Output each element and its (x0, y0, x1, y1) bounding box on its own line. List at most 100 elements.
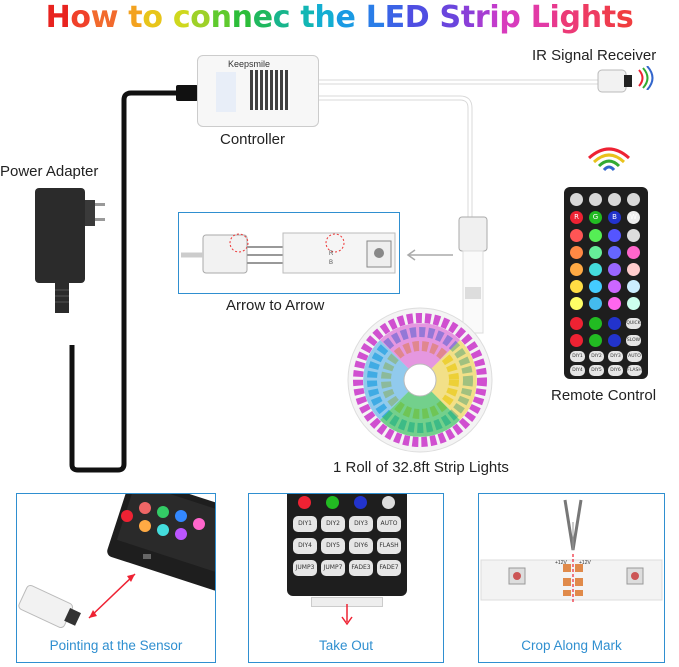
remote-color-button[interactable] (608, 297, 621, 310)
remote-closeup-arrow-button[interactable] (382, 496, 395, 509)
strip-wire (318, 95, 473, 218)
ir-receiver-label: IR Signal Receiver (532, 47, 657, 64)
remote-diy-button[interactable]: DIY4 (570, 365, 585, 376)
remote-color-button[interactable] (589, 229, 602, 242)
remote-color-button[interactable] (570, 229, 583, 242)
title-letter: L (530, 0, 550, 35)
remote-closeup-button[interactable]: JUMP3 (293, 560, 317, 576)
remote-arrow-button[interactable] (570, 334, 583, 347)
title-letter: t (460, 0, 475, 35)
remote-b-button[interactable]: B (608, 211, 621, 224)
controller-brand: Keepsmile (228, 59, 271, 69)
title-letter: S (439, 0, 462, 35)
remote-closeup-button[interactable]: FLASH (377, 538, 401, 554)
remote-arrow-button[interactable] (589, 317, 602, 330)
title-letter: s (615, 0, 634, 35)
remote-top-button[interactable] (570, 193, 583, 206)
title-letter: e (252, 0, 273, 35)
power-adapter-label: Power Adapter (0, 163, 99, 180)
remote-diy-button[interactable]: DIY2 (589, 351, 604, 362)
remote-diy-button[interactable]: DIY3 (608, 351, 623, 362)
title-letter: n (210, 0, 232, 35)
signal-icon (638, 66, 654, 90)
remote-color-button[interactable] (608, 263, 621, 276)
remote-top-button[interactable] (589, 193, 602, 206)
remote-closeup-button[interactable]: FADE3 (349, 560, 373, 576)
remote-color-button[interactable] (627, 246, 640, 259)
title-letter: i (549, 0, 560, 35)
remote-diy-button[interactable]: DIY1 (570, 351, 585, 362)
remote-closeup-arrow-button[interactable] (298, 496, 311, 509)
remote-closeup-button[interactable]: DIY4 (293, 538, 317, 554)
title-letter (163, 0, 173, 35)
remote-color-button[interactable] (627, 280, 640, 293)
remote-closeup-arrow-button[interactable] (354, 496, 367, 509)
remote-side-button[interactable]: SLOW (626, 335, 641, 346)
arrow-to-arrow-panel: R B (178, 212, 400, 294)
remote-color-button[interactable] (570, 297, 583, 310)
title-letter: h (314, 0, 336, 35)
remote-g-button[interactable]: G (589, 211, 602, 224)
wiring-diagram (69, 69, 632, 473)
remote-color-button[interactable] (589, 297, 602, 310)
remote-color-button[interactable] (608, 229, 621, 242)
crop-mark-v1: +12V (555, 560, 567, 566)
remote-color-button[interactable] (627, 229, 640, 242)
remote-auto-button[interactable]: AUTO (627, 351, 642, 362)
remote-closeup-button[interactable]: DIY6 (349, 538, 373, 554)
remote-color-button[interactable] (627, 297, 640, 310)
title-letter: n (231, 0, 253, 35)
title-letter: c (172, 0, 191, 35)
panel-caption-take-out: Take Out (318, 638, 374, 653)
title-letter: E (384, 0, 406, 35)
remote-color-button[interactable] (589, 263, 602, 276)
panel-pointing-sensor: Pointing at the Sensor (16, 493, 216, 663)
title-letter: t (300, 0, 315, 35)
crop-mark-v2: +12V (579, 560, 591, 566)
remote-closeup-button[interactable]: JUMP7 (321, 560, 345, 576)
title-letter: t (601, 0, 616, 35)
title-letter: D (404, 0, 430, 35)
title-letter: H (45, 0, 71, 35)
remote-color-button[interactable] (627, 263, 640, 276)
remote-top-button[interactable] (627, 193, 640, 206)
remote-color-button[interactable] (570, 246, 583, 259)
remote-color-button[interactable] (608, 280, 621, 293)
remote-r-button[interactable]: R (570, 211, 583, 224)
remote-closeup-button[interactable]: DIY2 (321, 516, 345, 532)
remote-top-button[interactable] (608, 193, 621, 206)
title-letter: o (142, 0, 163, 35)
remote-closeup-button[interactable]: FADE7 (377, 560, 401, 576)
title-letter: L (365, 0, 385, 35)
panel-caption-crop: Crop Along Mark (521, 638, 622, 653)
title-letter: i (489, 0, 500, 35)
remote-color-button[interactable] (589, 280, 602, 293)
arrow-to-arrow-label: Arrow to Arrow (226, 297, 325, 314)
remote-arrow-button[interactable] (589, 334, 602, 347)
title-letter (356, 0, 366, 35)
remote-diy-button[interactable]: DIY6 (608, 365, 623, 376)
remote-color-button[interactable] (570, 280, 583, 293)
remote-side-button[interactable]: QUICK (626, 318, 641, 329)
remote-flash-button[interactable]: FLASH (627, 365, 642, 376)
remote-closeup-button[interactable]: DIY5 (321, 538, 345, 554)
remote-arrow-button[interactable] (570, 317, 583, 330)
remote-color-button[interactable] (608, 246, 621, 259)
remote-w-button[interactable]: W (627, 211, 640, 224)
remote-color-button[interactable] (570, 263, 583, 276)
panel-crop-mark: +12V +12V Crop Along Mark (478, 493, 665, 663)
remote-closeup-button[interactable]: AUTO (377, 516, 401, 532)
remote-arrow-button[interactable] (608, 334, 621, 347)
remote-closeup-arrow-button[interactable] (326, 496, 339, 509)
led-strip-roll (347, 307, 493, 453)
ir-receiver (597, 69, 627, 93)
panel-caption-sensor: Pointing at the Sensor (49, 638, 183, 653)
remote-closeup-button[interactable]: DIY3 (349, 516, 373, 532)
title-letter: t (128, 0, 143, 35)
title-letter: o (190, 0, 211, 35)
remote-closeup-button[interactable]: DIY1 (293, 516, 317, 532)
remote-diy-button[interactable]: DIY5 (589, 365, 604, 376)
remote-arrow-button[interactable] (608, 317, 621, 330)
remote-color-button[interactable] (589, 246, 602, 259)
